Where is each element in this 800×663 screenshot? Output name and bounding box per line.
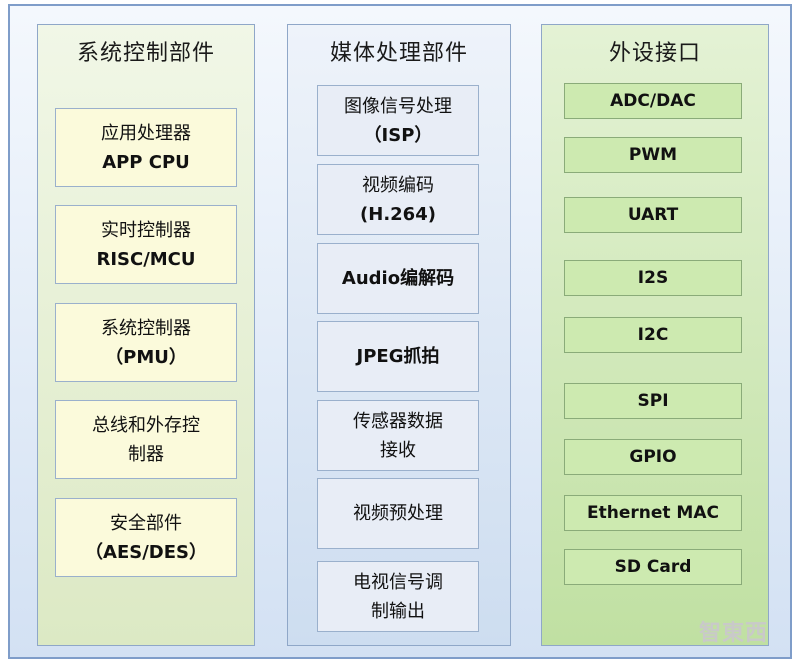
- block-security: 安全部件 （AES/DES）: [55, 498, 237, 577]
- block-sublabel: 接收: [380, 439, 416, 461]
- block-sublabel: 制输出: [371, 600, 425, 622]
- block-gpio: GPIO: [564, 439, 742, 475]
- block-sublabel: 制器: [128, 443, 164, 465]
- block-video-preprocess: 视频预处理: [317, 478, 479, 549]
- block-label: 视频预处理: [353, 503, 443, 524]
- block-pmu: 系统控制器 （PMU）: [55, 303, 237, 382]
- media-processing-column: 媒体处理部件 图像信号处理 （ISP） 视频编码 (H.264) Audio编解…: [287, 24, 511, 646]
- block-isp: 图像信号处理 （ISP）: [317, 85, 479, 156]
- block-label: JPEG抓拍: [356, 346, 440, 367]
- block-label: 应用处理器: [101, 122, 191, 144]
- block-risc-mcu: 实时控制器 RISC/MCU: [55, 205, 237, 284]
- block-sd-card: SD Card: [564, 549, 742, 585]
- block-sublabel: （AES/DES）: [85, 541, 207, 563]
- block-app-cpu: 应用处理器 APP CPU: [55, 108, 237, 187]
- block-sublabel: (H.264): [360, 203, 436, 225]
- block-label: 系统控制器: [101, 317, 191, 339]
- block-label: 视频编码: [362, 174, 434, 196]
- block-i2s: I2S: [564, 260, 742, 296]
- block-label: Audio编解码: [341, 268, 455, 289]
- block-label: 传感器数据: [353, 410, 443, 432]
- block-label: 总线和外存控: [92, 414, 200, 436]
- watermark-logo: 智東西: [698, 621, 768, 646]
- block-sublabel: APP CPU: [102, 151, 190, 173]
- block-jpeg-capture: JPEG抓拍: [317, 321, 479, 392]
- peripheral-interface-column: 外设接口 ADC/DAC PWM UART I2S I2C SPI GPIO E…: [541, 24, 769, 646]
- block-bus-memory-controller: 总线和外存控 制器: [55, 400, 237, 479]
- architecture-diagram: 系统控制部件 应用处理器 APP CPU 实时控制器 RISC/MCU 系统控制…: [8, 4, 792, 659]
- block-label: 实时控制器: [101, 219, 191, 241]
- block-sublabel: （PMU）: [105, 346, 187, 368]
- block-video-encode: 视频编码 (H.264): [317, 164, 479, 235]
- block-ethernet-mac: Ethernet MAC: [564, 495, 742, 531]
- block-spi: SPI: [564, 383, 742, 419]
- block-adc-dac: ADC/DAC: [564, 83, 742, 119]
- column-title: 系统控制部件: [76, 41, 215, 66]
- block-i2c: I2C: [564, 317, 742, 353]
- column-title: 外设接口: [608, 41, 701, 66]
- block-label: 图像信号处理: [344, 95, 452, 117]
- block-audio-codec: Audio编解码: [317, 243, 479, 314]
- block-pwm: PWM: [564, 137, 742, 173]
- block-sublabel: RISC/MCU: [96, 248, 196, 270]
- block-sensor-data-receive: 传感器数据 接收: [317, 400, 479, 471]
- block-sublabel: （ISP）: [363, 124, 433, 146]
- column-title: 媒体处理部件: [329, 41, 468, 66]
- block-label: 安全部件: [110, 512, 182, 534]
- block-tv-signal-output: 电视信号调 制输出: [317, 561, 479, 632]
- block-label: 电视信号调: [353, 571, 443, 593]
- block-uart: UART: [564, 197, 742, 233]
- system-control-column: 系统控制部件 应用处理器 APP CPU 实时控制器 RISC/MCU 系统控制…: [37, 24, 255, 646]
